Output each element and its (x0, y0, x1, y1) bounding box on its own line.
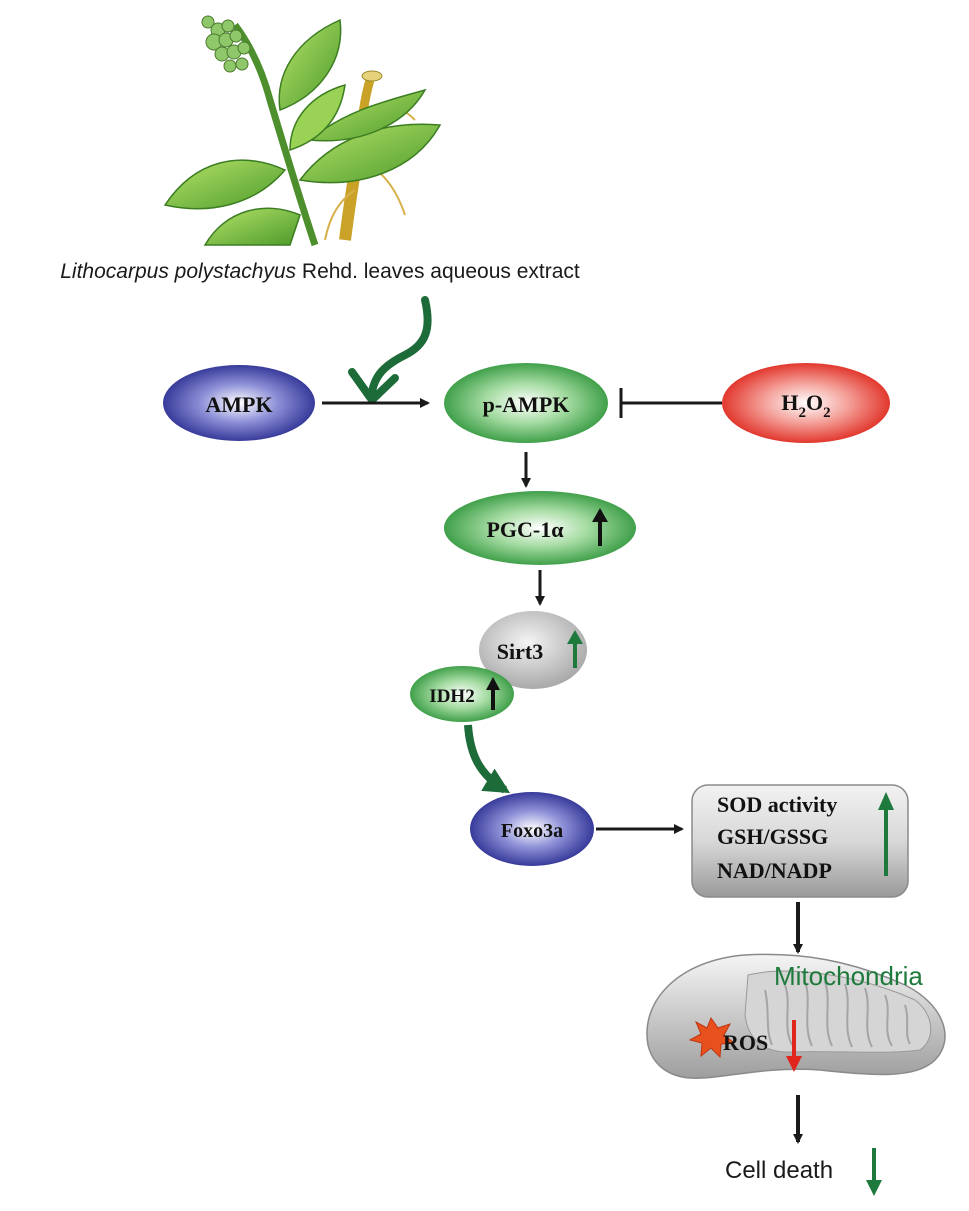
antioxidant-box: SOD activity GSH/GSSG NAD/NADP (691, 784, 909, 898)
cell-death-down-arrow-icon (866, 1148, 882, 1196)
antioxidant-gsh-gssg: GSH/GSSG (717, 824, 828, 849)
antioxidant-up-arrow-icon (878, 792, 894, 876)
mitochondria-illustration (646, 953, 946, 1079)
extract-label: Lithocarpus polystachyus Rehd. leaves aq… (60, 260, 580, 283)
node-h2o2: H2O2 (722, 363, 890, 443)
ros-burst-icon (688, 1016, 736, 1059)
sirt3-up-arrow-icon (567, 630, 583, 668)
pgc1a-up-arrow-icon (592, 508, 608, 546)
node-h2o2-label: H2O2 (781, 390, 830, 421)
idh2-up-arrow-icon (486, 677, 500, 710)
node-idh2-label: IDH2 (429, 686, 474, 707)
extract-activation-arrowhead (348, 368, 399, 404)
mitochondria-label: Mitochondria (774, 961, 923, 991)
extract-species: Lithocarpus polystachyus (60, 260, 296, 283)
cell-death-label: Cell death (725, 1157, 833, 1184)
node-sirt3-label: Sirt3 (497, 639, 543, 664)
node-ampk: AMPK (163, 365, 315, 441)
node-pgc1a-label: PGC-1α (486, 517, 564, 542)
extract-activation-arrow (368, 296, 432, 396)
node-p-ampk: p-AMPK (444, 363, 608, 443)
ros-down-arrow-icon (786, 1020, 802, 1072)
node-p-ampk-label: p-AMPK (483, 392, 570, 417)
node-ampk-label: AMPK (205, 392, 272, 417)
node-idh2: IDH2 (410, 666, 514, 722)
antioxidant-sod-activity: SOD activity (717, 792, 837, 817)
node-pgc1a: PGC-1α (444, 491, 636, 565)
node-sirt3: Sirt3 (479, 611, 587, 689)
antioxidant-nad-nadp: NAD/NADP (717, 858, 832, 883)
node-foxo3a: Foxo3a (470, 792, 594, 866)
arrow-idh2-to-foxo3a (464, 724, 511, 794)
node-foxo3a-label: Foxo3a (501, 820, 563, 842)
ros-label: ROS (723, 1030, 768, 1055)
plant-illustration (163, 15, 442, 247)
extract-description: Rehd. leaves aqueous extract (296, 260, 580, 283)
